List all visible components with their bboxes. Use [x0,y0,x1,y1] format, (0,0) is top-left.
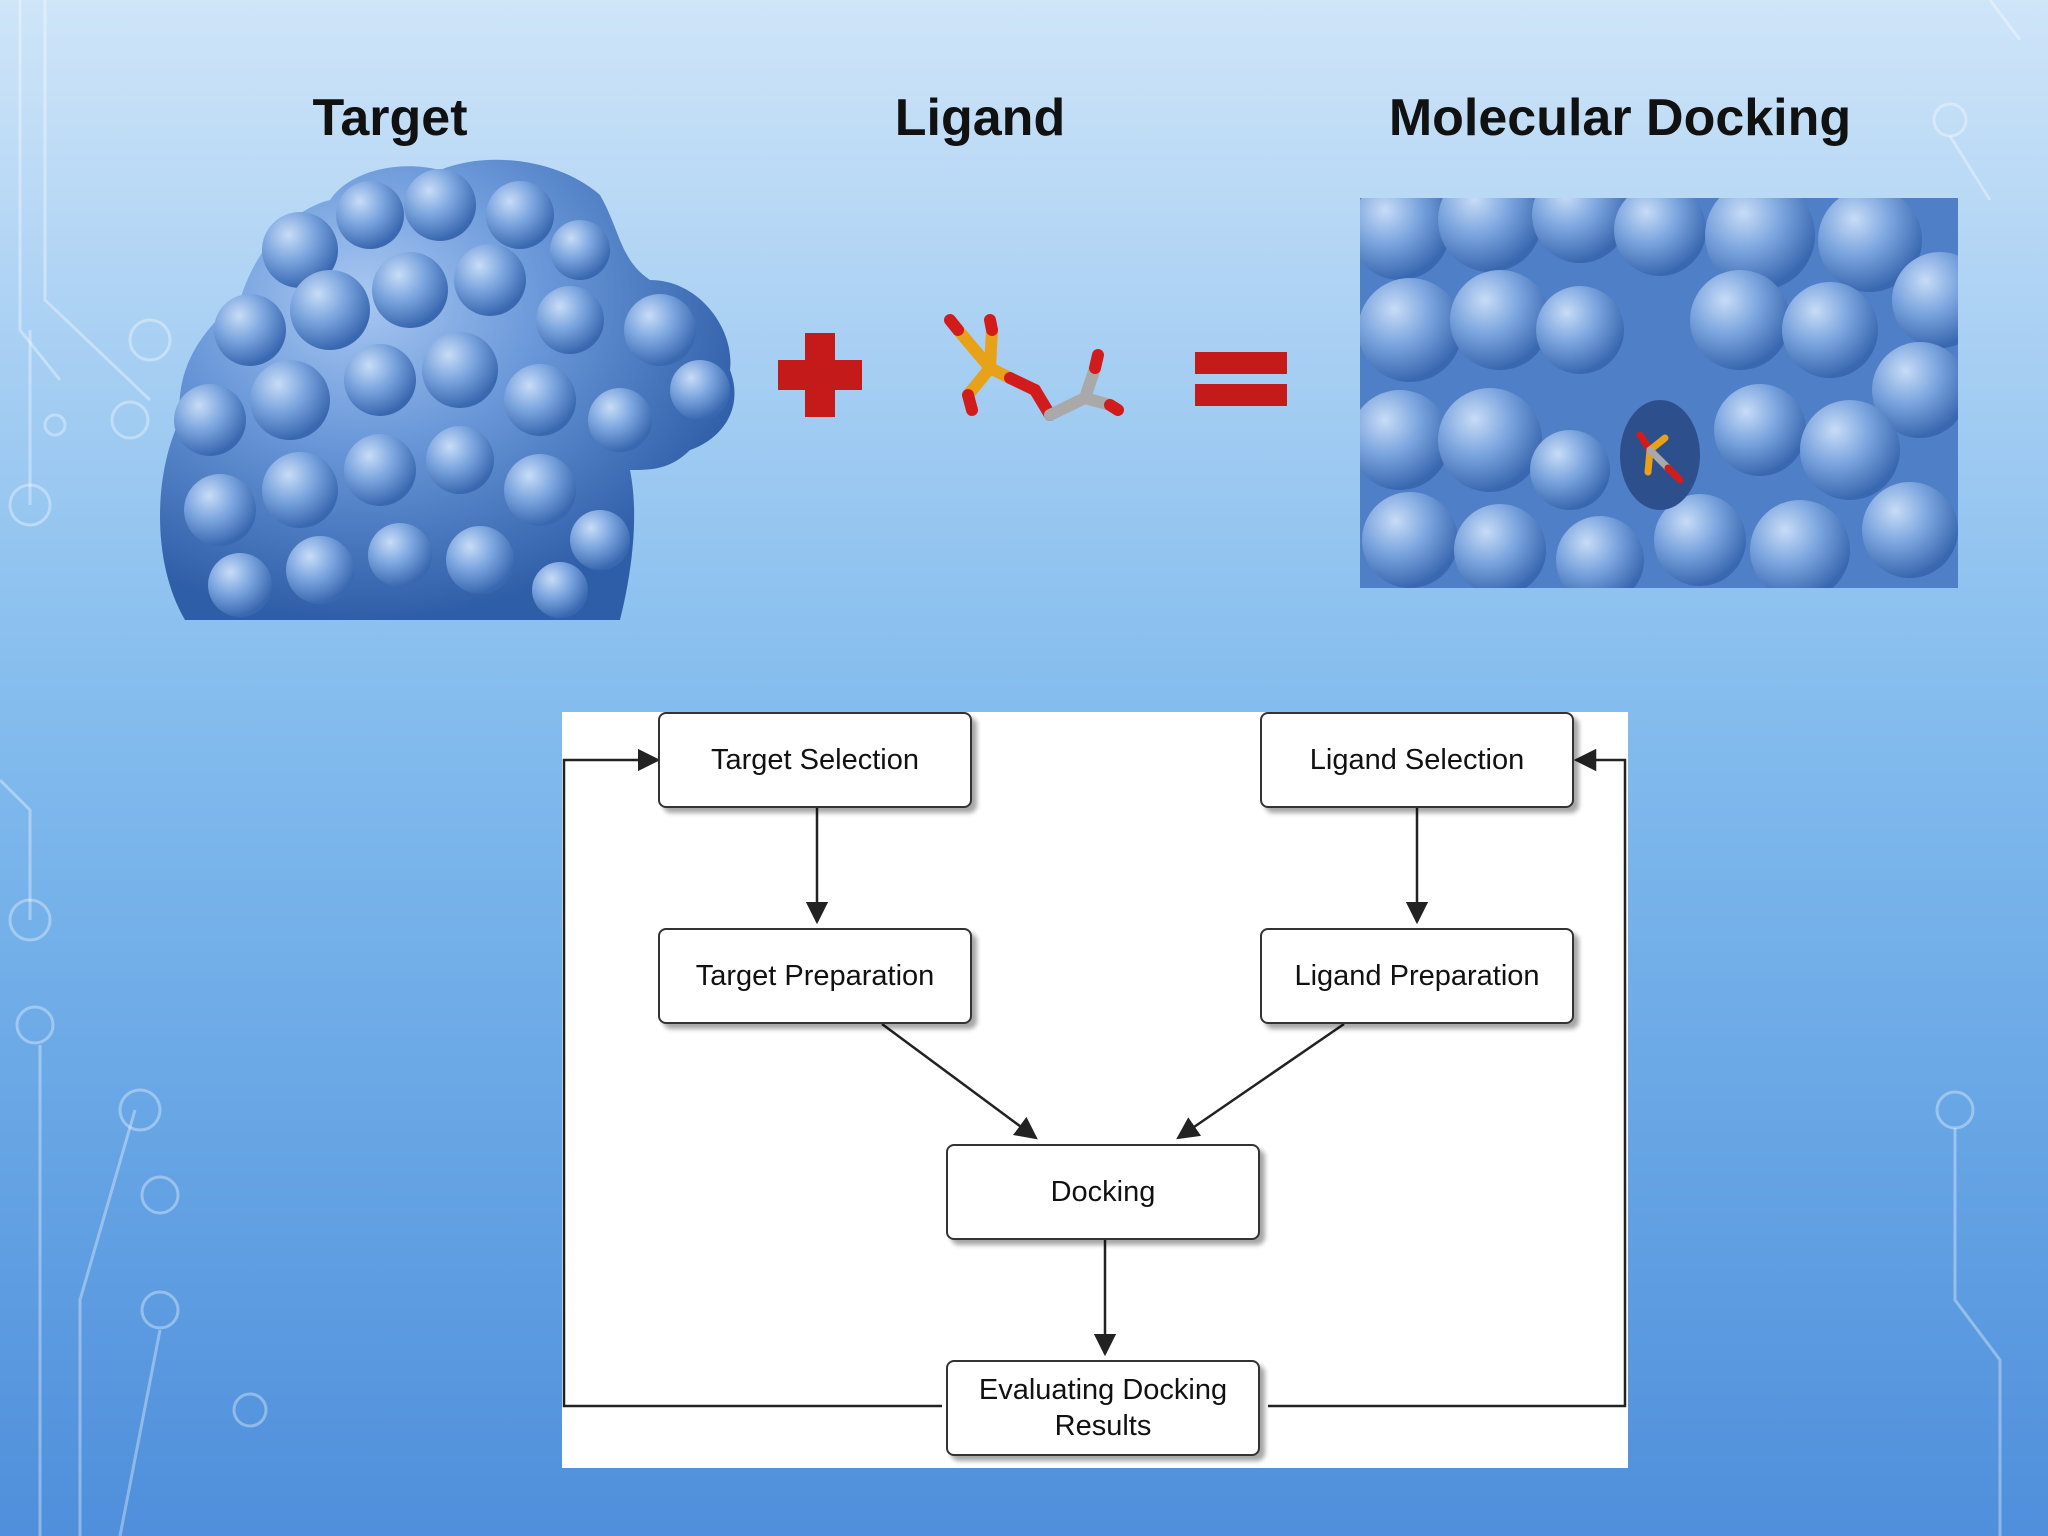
ligand-molecule-image [944,314,1124,421]
docking-workflow-flowchart: Target Selection Ligand Selection Target… [562,712,1628,1468]
target-protein-image [160,159,735,620]
ligand-selection-node: Ligand Selection [1260,712,1574,808]
evaluating-node-line-2: Results [1054,1410,1152,1442]
ligand-heading: Ligand [894,89,1066,147]
evaluating-docking-results-node: Evaluating Docking Results [946,1360,1260,1456]
molecular-docking-heading: Molecular Docking [1388,89,1852,147]
docked-complex-image [1360,198,1958,588]
molecules-illustration [160,159,1958,620]
flowchart-connectors [562,748,1627,1408]
target-heading: Target [312,89,468,147]
docking-node: Docking [946,1144,1260,1240]
target-preparation-node: Target Preparation [658,928,972,1024]
ligand-preparation-node: Ligand Preparation [1260,928,1574,1024]
evaluating-node-line-1: Evaluating Docking [978,1374,1228,1406]
equals-sign [1195,352,1287,406]
plus-sign [778,333,862,417]
target-selection-node: Target Selection [658,712,972,808]
